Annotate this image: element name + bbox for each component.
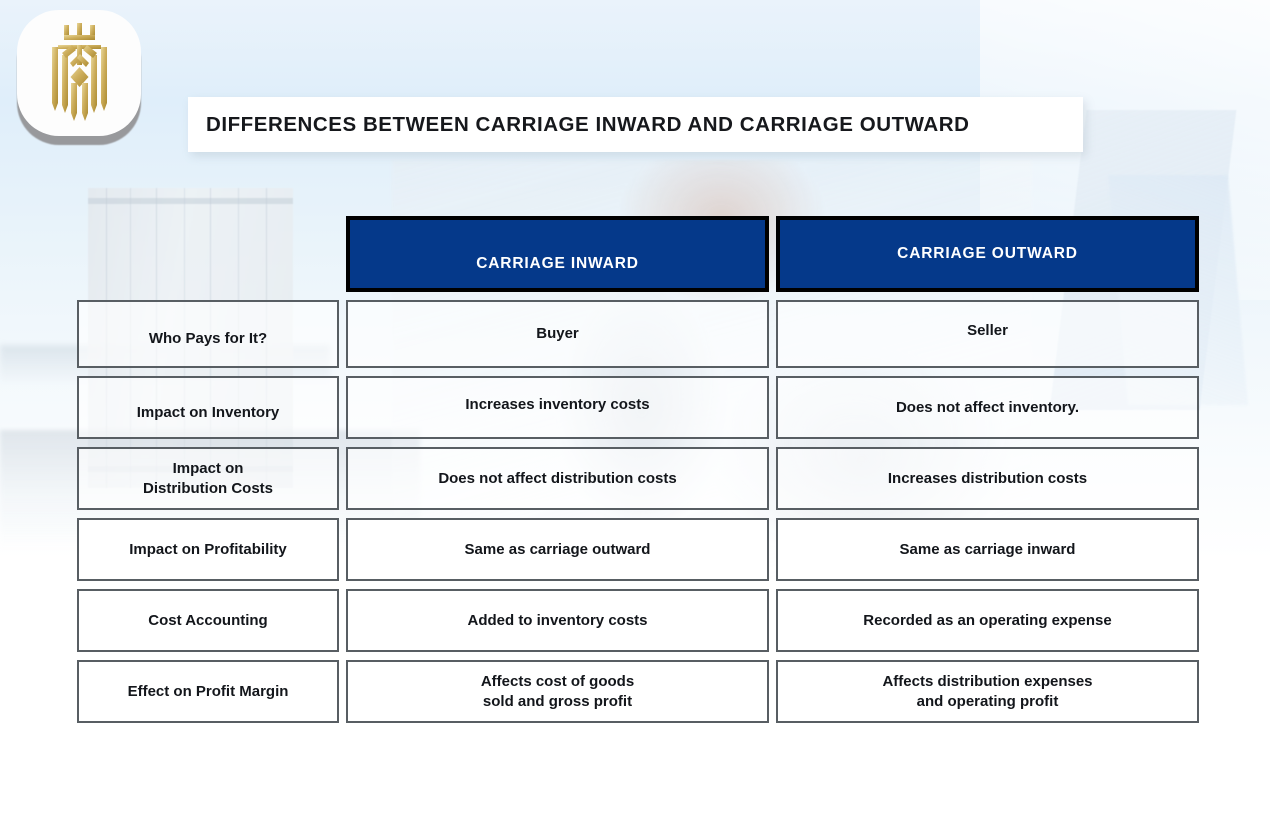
gold-crest-logo-icon bbox=[52, 23, 107, 121]
row-criteria-label: Impact on Profitability bbox=[77, 518, 339, 581]
row-value-inward: Same as carriage outward bbox=[346, 518, 769, 581]
column-gap bbox=[769, 518, 776, 581]
row-value-outward: Recorded as an operating expense bbox=[776, 589, 1199, 652]
brand-logo bbox=[17, 10, 141, 145]
row-criteria-label: Cost Accounting bbox=[77, 589, 339, 652]
column-gap bbox=[769, 589, 776, 652]
table-row: Impact on Inventory Increases inventory … bbox=[77, 376, 1199, 439]
row-value-inward: Added to inventory costs bbox=[346, 589, 769, 652]
row-criteria-label: Who Pays for It? bbox=[77, 300, 339, 368]
column-gap bbox=[339, 300, 346, 368]
column-gap bbox=[339, 660, 346, 723]
row-criteria-label: Effect on Profit Margin bbox=[77, 660, 339, 723]
row-value-outward: Same as carriage inward bbox=[776, 518, 1199, 581]
table-row: Effect on Profit Margin Affects cost of … bbox=[77, 660, 1199, 723]
row-value-inward: Does not affect distribution costs bbox=[346, 447, 769, 510]
title-banner: DIFFERENCES BETWEEN CARRIAGE INWARD AND … bbox=[188, 97, 1083, 152]
table-row: Impact on Profitability Same as carriage… bbox=[77, 518, 1199, 581]
row-value-outward: Increases distribution costs bbox=[776, 447, 1199, 510]
table-row: Cost Accounting Added to inventory costs… bbox=[77, 589, 1199, 652]
row-value-inward: Buyer bbox=[346, 300, 769, 368]
row-value-outward: Seller bbox=[776, 300, 1199, 368]
column-gap bbox=[769, 447, 776, 510]
table-header-row: CARRIAGE INWARD CARRIAGE OUTWARD bbox=[77, 216, 1199, 292]
column-header-carriage-inward: CARRIAGE INWARD bbox=[346, 216, 769, 292]
table-row: Who Pays for It? Buyer Seller bbox=[77, 300, 1199, 368]
row-criteria-label: Impact on Inventory bbox=[77, 376, 339, 439]
column-gap bbox=[769, 216, 776, 292]
row-value-inward: Increases inventory costs bbox=[346, 376, 769, 439]
column-gap bbox=[769, 300, 776, 368]
table-header-spacer bbox=[77, 216, 339, 292]
column-gap bbox=[769, 376, 776, 439]
column-gap bbox=[339, 589, 346, 652]
row-value-outward: Does not affect inventory. bbox=[776, 376, 1199, 439]
comparison-table: CARRIAGE INWARD CARRIAGE OUTWARD Who Pay… bbox=[77, 216, 1199, 731]
column-gap bbox=[339, 518, 346, 581]
column-gap bbox=[339, 447, 346, 510]
column-gap bbox=[339, 376, 346, 439]
column-header-carriage-outward: CARRIAGE OUTWARD bbox=[776, 216, 1199, 292]
column-gap bbox=[339, 216, 346, 292]
column-gap bbox=[769, 660, 776, 723]
page-title: DIFFERENCES BETWEEN CARRIAGE INWARD AND … bbox=[206, 112, 970, 136]
